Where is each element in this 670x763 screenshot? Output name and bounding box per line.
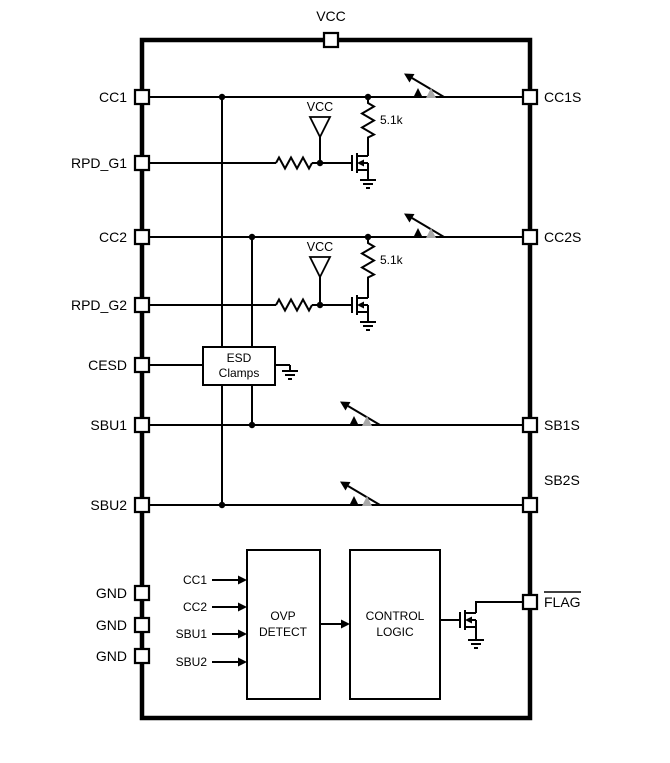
- wire-flag-drain: [475, 601, 523, 613]
- resistor-icon-rpd-g1: [275, 156, 313, 170]
- ovp-input-label-cc1: CC1: [183, 573, 207, 587]
- pin-sbu1: [133, 416, 151, 434]
- junction-dot: [364, 93, 372, 101]
- pin-gnd-1: [133, 584, 151, 602]
- resistor-value-1: 5.1k: [380, 113, 404, 127]
- pin-label-vcc-top: VCC: [316, 8, 346, 24]
- ovp-detect-box: [246, 549, 321, 700]
- vcc-arrow-icon-1: [309, 116, 331, 138]
- ground-icon-esd: [281, 370, 299, 380]
- esd-clamps-box: [202, 346, 276, 386]
- pin-vcc-top: [322, 31, 340, 49]
- junction-dot: [218, 501, 226, 509]
- pin-label-sbu2: SBU2: [90, 497, 127, 513]
- junction-dot: [364, 233, 372, 241]
- pin-label-gnd-3: GND: [96, 648, 127, 664]
- ovp-detect-label-2: DETECT: [259, 625, 308, 639]
- mosfet-icon-flag: [459, 609, 477, 631]
- resistor-icon-5k1-1: [361, 96, 375, 144]
- pin-flag: [521, 593, 539, 611]
- pin-cc2s: [521, 228, 539, 246]
- resistor-value-2: 5.1k: [380, 253, 404, 267]
- pin-sb1s: [521, 416, 539, 434]
- pin-gnd-3: [133, 647, 151, 665]
- control-logic-label-2: LOGIC: [376, 625, 414, 639]
- pin-label-rpd-g2: RPD_G2: [71, 297, 127, 313]
- ground-icon-2: [359, 321, 377, 331]
- pin-sb2s: [521, 496, 539, 514]
- esd-clamps-label-2: Clamps: [219, 366, 260, 380]
- chip-outline: [139, 37, 533, 721]
- pin-label-flag: FLAG: [544, 594, 581, 610]
- analog-switch-icon-cc2: [403, 212, 445, 239]
- pin-sbu2: [133, 496, 151, 514]
- pin-label-rpd-g1: RPD_G1: [71, 155, 127, 171]
- pin-label-sb1s: SB1S: [544, 417, 580, 433]
- junction-dot: [248, 421, 256, 429]
- analog-switch-icon-cc1: [403, 72, 445, 99]
- pin-rpd-g2: [133, 296, 151, 314]
- esd-clamps-label-1: ESD: [227, 351, 252, 365]
- pin-label-cc2: CC2: [99, 229, 127, 245]
- pin-label-gnd-1: GND: [96, 585, 127, 601]
- resistor-icon-rpd-g2: [275, 298, 313, 312]
- pin-label-cesd: CESD: [88, 357, 127, 373]
- ground-icon-flag: [467, 639, 485, 649]
- mosfet-icon-1: [351, 152, 369, 174]
- control-logic-box: [349, 549, 441, 700]
- pin-rpd-g1: [133, 154, 151, 172]
- mosfet-icon-2: [351, 294, 369, 316]
- pin-cesd: [133, 356, 151, 374]
- analog-switch-icon-sbu1: [339, 400, 381, 427]
- arrow-right-icon: [238, 575, 247, 585]
- control-logic-label-1: CONTROL: [366, 609, 425, 623]
- analog-switch-icon-sbu2: [339, 480, 381, 507]
- ground-icon-1: [359, 179, 377, 189]
- pin-label-gnd-2: GND: [96, 617, 127, 633]
- arrow-right-icon: [341, 619, 350, 629]
- vcc-label-2: VCC: [307, 240, 333, 254]
- junction-dot: [316, 301, 324, 309]
- vcc-label-1: VCC: [307, 100, 333, 114]
- pin-label-sb2s: SB2S: [544, 472, 580, 488]
- arrow-right-icon: [238, 629, 247, 639]
- arrow-right-icon: [238, 602, 247, 612]
- arrow-right-icon: [238, 657, 247, 667]
- pin-cc1s: [521, 88, 539, 106]
- ovp-detect-label-1: OVP: [270, 609, 295, 623]
- pin-label-cc1: CC1: [99, 89, 127, 105]
- ovp-input-label-sbu2: SBU2: [176, 655, 208, 669]
- junction-dot: [248, 233, 256, 241]
- pin-label-sbu1: SBU1: [90, 417, 127, 433]
- ovp-input-label-sbu1: SBU1: [176, 627, 208, 641]
- pin-cc1: [133, 88, 151, 106]
- junction-dot: [316, 159, 324, 167]
- pin-label-cc2s: CC2S: [544, 229, 581, 245]
- junction-dot: [218, 93, 226, 101]
- pin-label-cc1s: CC1S: [544, 89, 581, 105]
- resistor-icon-5k1-2: [361, 236, 375, 284]
- ovp-input-label-cc2: CC2: [183, 600, 207, 614]
- pin-gnd-2: [133, 616, 151, 634]
- pin-cc2: [133, 228, 151, 246]
- vcc-arrow-icon-2: [309, 256, 331, 278]
